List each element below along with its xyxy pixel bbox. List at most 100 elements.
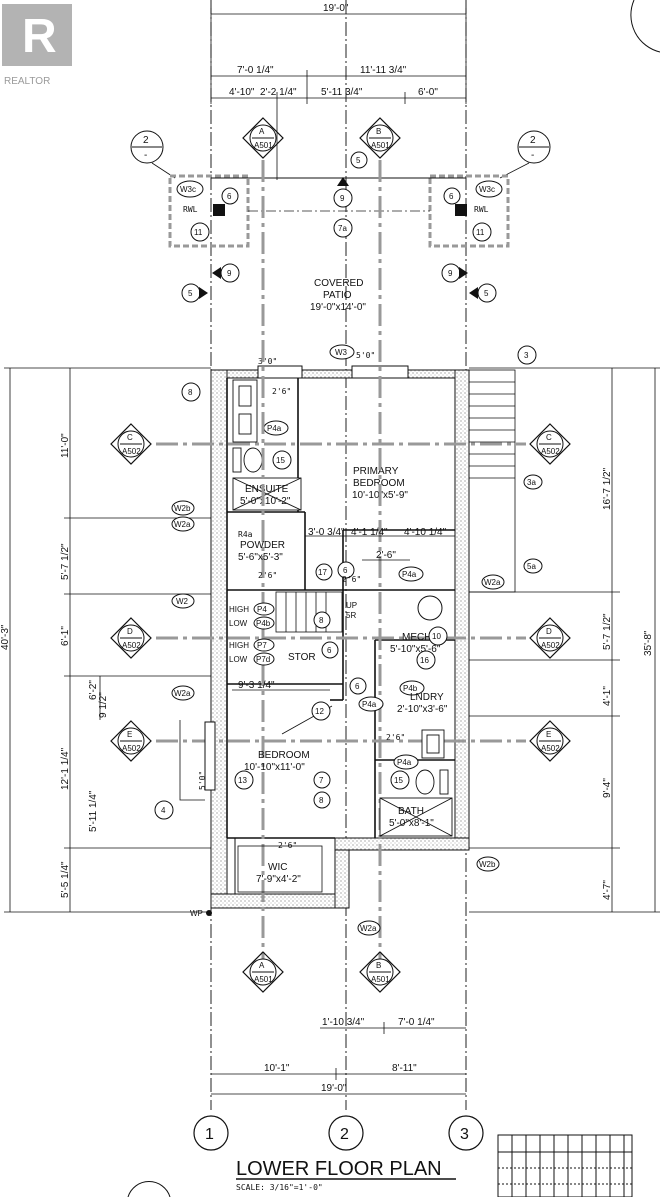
room-label-ensuite: ENSUITE <box>245 484 289 495</box>
svg-text:E: E <box>546 730 551 739</box>
svg-text:17: 17 <box>318 568 327 577</box>
svg-text:13: 13 <box>238 776 247 785</box>
room-size-bedroom: 10'-10"x11'-0" <box>244 762 305 773</box>
svg-text:5a: 5a <box>527 562 536 571</box>
svg-text:5: 5 <box>188 289 193 298</box>
svg-text:P7d: P7d <box>256 655 270 664</box>
svg-text:5: 5 <box>484 289 489 298</box>
svg-text:5'0": 5'0" <box>198 771 207 790</box>
dim-left-d: 6'-2" <box>88 680 99 700</box>
svg-text:8: 8 <box>188 388 193 397</box>
dim-right-d: 4'-1" <box>602 686 613 706</box>
svg-text:2'6": 2'6" <box>386 733 405 742</box>
dim-top-a: 4'-10" <box>229 87 255 98</box>
dim-right-f: 4'-7" <box>602 880 613 900</box>
svg-text:A501: A501 <box>371 975 390 984</box>
post-right <box>455 204 467 216</box>
dim-left-overall: 40'-3" <box>0 624 11 650</box>
dim-right-c: 5'-7 1/2" <box>602 613 613 650</box>
svg-text:P4a: P4a <box>402 570 417 579</box>
key-plan-thumbnail <box>497 1134 633 1197</box>
svg-text:15: 15 <box>394 776 403 785</box>
svg-text:8: 8 <box>319 796 324 805</box>
svg-text:9: 9 <box>227 269 232 278</box>
svg-text:A501: A501 <box>254 141 273 150</box>
svg-text:P4a: P4a <box>397 758 412 767</box>
bottom-dimensions <box>211 1022 466 1095</box>
svg-text:P4a: P4a <box>362 700 377 709</box>
svg-text:10: 10 <box>432 632 441 641</box>
room-size-ensuite: 5'-0"x10'-2" <box>240 496 291 507</box>
section-marker-a-top: A A501 <box>242 117 284 159</box>
dim-left-h: 5'-5 1/4" <box>60 861 71 898</box>
svg-text:P4b: P4b <box>256 619 271 628</box>
dim-left-c: 6'-1" <box>60 626 71 646</box>
svg-text:6: 6 <box>227 192 232 201</box>
room-label-patio: COVERED <box>314 278 363 289</box>
svg-text:LOW: LOW <box>229 655 248 664</box>
detail-bubble-right: 2 - <box>517 130 551 164</box>
cropped-circle <box>630 0 660 53</box>
dim-left-a: 11'-0" <box>60 433 71 458</box>
dim-left-g: 5'-11 1/4" <box>88 790 99 832</box>
section-marker-d-right: D A502 <box>529 617 571 659</box>
svg-text:A502: A502 <box>541 641 560 650</box>
svg-text:A501: A501 <box>371 141 390 150</box>
svg-text:R4a: R4a <box>238 530 253 539</box>
svg-text:4: 4 <box>161 806 166 815</box>
room-label-patio-2: PATIO <box>323 290 352 301</box>
grid-bubble-3: 3 <box>448 1115 484 1151</box>
svg-text:A502: A502 <box>541 447 560 456</box>
svg-text:UP: UP <box>346 601 357 610</box>
dim-bottom-a: 1'-10 3/4" <box>322 1017 365 1028</box>
bath-fixtures <box>379 729 453 837</box>
svg-text:HIGH: HIGH <box>229 641 249 650</box>
svg-text:3: 3 <box>460 1126 469 1143</box>
dim-top-overall: 19'-0" <box>323 3 349 14</box>
svg-text:1: 1 <box>205 1126 214 1143</box>
svg-text:11: 11 <box>194 228 203 237</box>
dim-bottom-b: 7'-0 1/4" <box>398 1017 435 1028</box>
svg-text:A: A <box>259 127 265 136</box>
dim-top-c: 5'-11 3/4" <box>321 87 363 98</box>
svg-text:P4: P4 <box>257 605 267 614</box>
post-left <box>213 204 225 216</box>
svg-text:5'0": 5'0" <box>356 351 375 360</box>
svg-text:RWL: RWL <box>183 205 198 214</box>
svg-text:6: 6 <box>355 682 360 691</box>
svg-text:A501: A501 <box>254 975 273 984</box>
svg-text:A502: A502 <box>122 744 141 753</box>
room-label-wic: WIC <box>268 862 287 873</box>
svg-text:W2a: W2a <box>174 520 191 529</box>
dim-bottom-overall: 19'-0" <box>321 1083 347 1094</box>
top-dimensions <box>210 8 467 180</box>
dim-top-right: 11'-11 3/4" <box>360 65 407 76</box>
svg-text:6: 6 <box>449 192 454 201</box>
svg-text:9: 9 <box>448 269 453 278</box>
dim-right-b: 35'-8" <box>643 630 654 656</box>
svg-text:3: 3 <box>524 351 529 360</box>
svg-text:W2: W2 <box>176 597 189 606</box>
svg-text:P7: P7 <box>257 641 267 650</box>
dim-left-e: 9 1/2" <box>98 692 109 718</box>
dim-left-f: 12'-1 1/4" <box>60 747 71 790</box>
realtor-logo: R REALTOR <box>2 4 72 87</box>
dim-bottom-d: 8'-11" <box>392 1063 417 1074</box>
dim-top-d: 6'-0" <box>418 87 438 98</box>
svg-text:W2b: W2b <box>479 860 496 869</box>
exterior-stairs <box>468 369 516 593</box>
svg-text:A: A <box>259 961 265 970</box>
svg-text:3a: 3a <box>527 478 536 487</box>
room-label-powder: POWDER <box>240 540 285 551</box>
room-label-lndry: LNDRY <box>410 692 444 703</box>
svg-text:W2a: W2a <box>174 689 191 698</box>
svg-text:16: 16 <box>420 656 429 665</box>
grid-bubble-2: 2 <box>328 1115 364 1151</box>
svg-text:5R: 5R <box>346 611 356 620</box>
dim-int-b: 4'-1 1/4" <box>351 527 388 538</box>
svg-text:LOW: LOW <box>229 619 248 628</box>
room-label-bedroom: BEDROOM <box>258 750 310 761</box>
svg-text:2'6": 2'6" <box>258 571 277 580</box>
detail-bubble-left: 2 - <box>130 130 164 164</box>
dim-bottom-c: 10'-1" <box>264 1063 290 1074</box>
